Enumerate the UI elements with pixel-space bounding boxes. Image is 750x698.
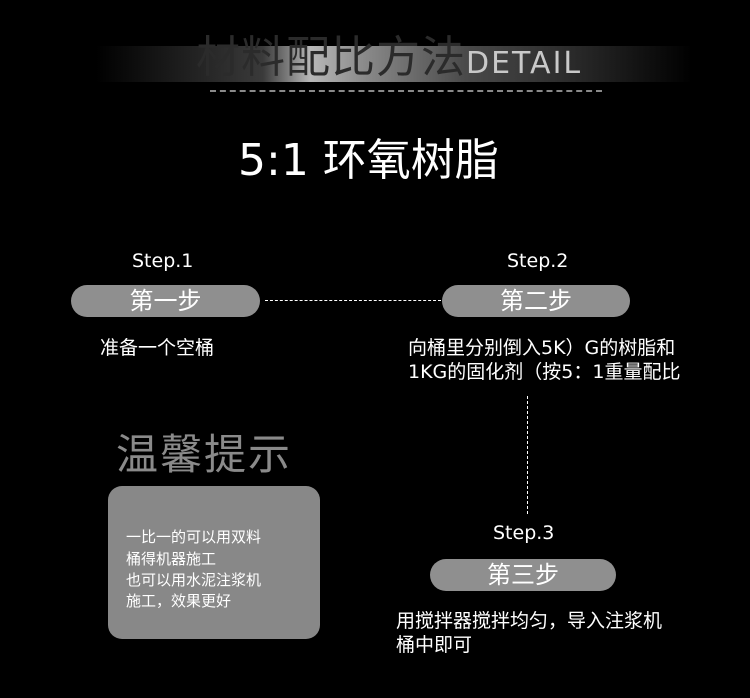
step-3-pill: 第三步 bbox=[430, 559, 616, 591]
header-title-cn: 材料配比方法 bbox=[196, 32, 466, 83]
main-title: 5:1 环氧树脂 bbox=[238, 135, 499, 186]
tip-line-2: 桶得机器施工 bbox=[126, 550, 217, 568]
step-1-pill: 第一步 bbox=[71, 285, 260, 317]
step-1-label: Step.1 bbox=[132, 250, 194, 272]
step-2-desc-line-1: 向桶里分别倒入5K）G的树脂和 bbox=[408, 337, 676, 359]
header-dashed-divider bbox=[210, 90, 602, 92]
connector-step1-step2 bbox=[265, 300, 441, 301]
step-3-desc-line-2: 桶中即可 bbox=[396, 634, 473, 656]
connector-step2-step3 bbox=[527, 396, 528, 514]
tip-line-4: 施工，效果更好 bbox=[126, 592, 232, 610]
step-2-label: Step.2 bbox=[507, 250, 569, 272]
step-2-pill: 第二步 bbox=[442, 285, 630, 317]
tip-line-1: 一比一的可以用双料 bbox=[126, 528, 262, 546]
step-3-label: Step.3 bbox=[493, 522, 555, 544]
tip-box bbox=[108, 486, 320, 639]
step-2-desc-line-2: 1KG的固化剂（按5：1重量配比 bbox=[408, 361, 681, 383]
tip-line-3: 也可以用水泥注浆机 bbox=[126, 571, 262, 589]
step-3-desc-line-1: 用搅拌器搅拌均匀，导入注浆机 bbox=[396, 610, 663, 632]
tip-title: 温馨提示 bbox=[116, 430, 293, 479]
header-title-en: DETAIL bbox=[466, 46, 583, 81]
header-banner bbox=[96, 46, 692, 82]
step-1-desc-line-1: 准备一个空桶 bbox=[100, 337, 215, 359]
